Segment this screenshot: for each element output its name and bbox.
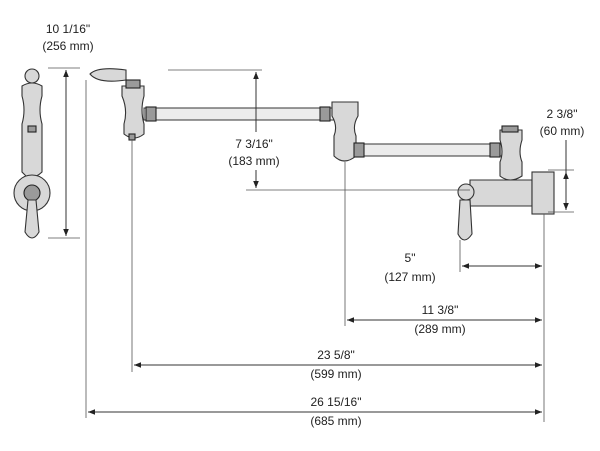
lower-arm-joint-left <box>353 142 365 158</box>
label-flange-imperial: 2 3/8" <box>547 107 578 121</box>
wall-swivel-cap <box>501 125 519 133</box>
top-lever <box>89 68 127 82</box>
label-overall-reach-metric: (685 mm) <box>310 414 361 428</box>
extension-lines <box>48 67 574 422</box>
front-view <box>13 68 51 239</box>
label-height-overall-metric: (256 mm) <box>42 39 93 53</box>
label-flange-metric: (60 mm) <box>540 124 585 138</box>
spout-outlet <box>128 133 136 141</box>
label-height-overall-imperial: 10 1/16" <box>46 22 90 36</box>
dimension-labels: 10 1/16" (256 mm) 7 3/16" (183 mm) 2 3/8… <box>42 22 584 428</box>
wall-flange <box>531 171 555 215</box>
elbow-swivel <box>331 101 359 162</box>
front-view-valve-hub <box>23 184 41 202</box>
valve-hub <box>457 183 475 201</box>
side-view <box>89 68 555 241</box>
wall-swivel <box>499 129 523 181</box>
label-wall-to-handle-imperial: 5" <box>405 251 416 265</box>
lower-arm-joint-right <box>489 142 501 158</box>
label-wall-to-handle-metric: (127 mm) <box>384 270 435 284</box>
label-wall-to-elbow-metric: (289 mm) <box>414 322 465 336</box>
upper-arm <box>143 107 335 121</box>
valve-body <box>469 179 533 207</box>
dimension-lines <box>63 70 569 415</box>
front-view-cap <box>24 68 40 84</box>
spout-body <box>121 85 145 139</box>
front-view-lever <box>24 199 40 239</box>
label-arm-offset-imperial: 7 3/16" <box>235 137 273 151</box>
label-wall-to-spout-metric: (599 mm) <box>310 367 361 381</box>
front-view-collar <box>27 125 37 133</box>
label-wall-to-spout-imperial: 23 5/8" <box>317 348 355 362</box>
upper-arm-joint-left <box>145 106 157 122</box>
label-overall-reach-imperial: 26 15/16" <box>311 395 362 409</box>
label-wall-to-elbow-imperial: 11 3/8" <box>422 303 459 317</box>
bottom-lever <box>457 199 473 241</box>
spout-cap <box>125 79 141 89</box>
label-arm-offset-metric: (183 mm) <box>228 154 279 168</box>
lower-arm <box>355 143 507 157</box>
upper-arm-joint-right <box>319 106 331 122</box>
